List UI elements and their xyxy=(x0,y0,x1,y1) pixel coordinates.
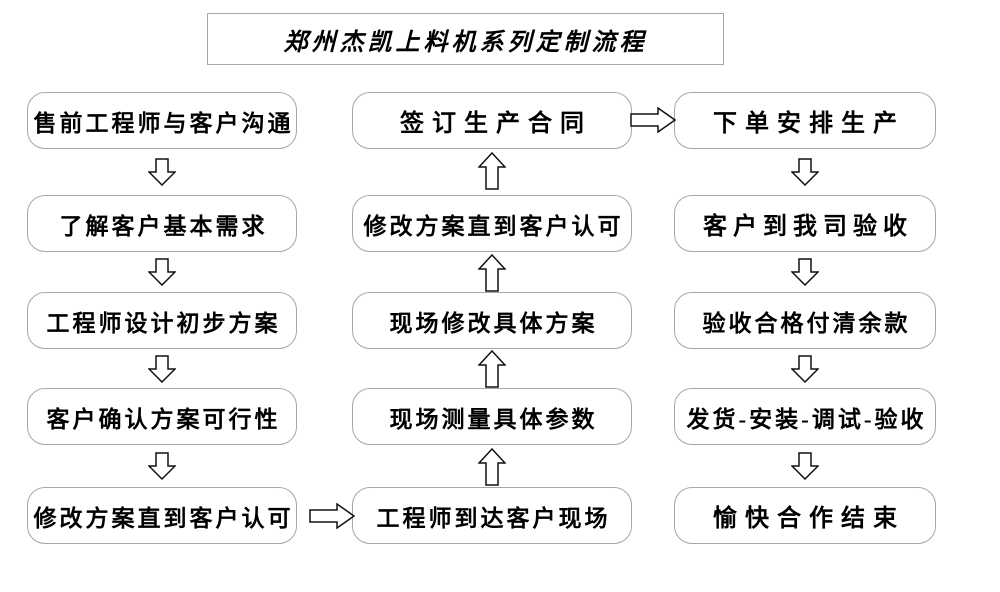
box-presale-communication: 售前工程师与客户沟通 xyxy=(27,92,297,149)
up-arrow-icon xyxy=(478,152,506,190)
box-revise-until-approved: 修改方案直到客户认可 xyxy=(27,487,297,544)
box-label: 发货-安装-调试-验收 xyxy=(686,406,927,432)
box-onsite-modify-plan: 现场修改具体方案 xyxy=(352,292,632,349)
box-label: 工程师设计初步方案 xyxy=(46,310,281,336)
box-label: 工程师到达客户现场 xyxy=(376,505,611,531)
page-title: 郑州杰凯上料机系列定制流程 xyxy=(283,29,648,56)
box-label: 现场修改具体方案 xyxy=(389,310,598,336)
down-arrow-icon xyxy=(148,452,176,480)
down-arrow-icon xyxy=(148,258,176,286)
up-arrow-icon xyxy=(478,254,506,292)
box-engineer-arrives-site: 工程师到达客户现场 xyxy=(352,487,632,544)
down-arrow-icon xyxy=(791,355,819,383)
up-arrow-icon xyxy=(478,350,506,388)
box-place-order-production: 下单安排生产 xyxy=(674,92,936,149)
down-arrow-icon xyxy=(791,158,819,186)
box-label: 修改方案直到客户认可 xyxy=(33,505,294,531)
box-understand-needs: 了解客户基本需求 xyxy=(27,195,297,252)
down-arrow-icon xyxy=(148,355,176,383)
right-arrow-icon xyxy=(630,107,676,133)
box-customer-acceptance: 客户到我司验收 xyxy=(674,195,936,252)
box-confirm-feasibility: 客户确认方案可行性 xyxy=(27,388,297,445)
box-label: 愉快合作结束 xyxy=(713,506,905,532)
box-cooperation-end: 愉快合作结束 xyxy=(674,487,936,544)
title-box: 郑州杰凯上料机系列定制流程 xyxy=(207,13,724,65)
box-onsite-measure-parameters: 现场测量具体参数 xyxy=(352,388,632,445)
box-label: 售前工程师与客户沟通 xyxy=(33,110,294,136)
box-pay-remaining-balance: 验收合格付清余款 xyxy=(674,292,936,349)
box-label: 客户到我司验收 xyxy=(703,214,913,240)
box-ship-install-debug-accept: 发货-安装-调试-验收 xyxy=(674,388,936,445)
box-onsite-revise-until-approved: 修改方案直到客户认可 xyxy=(352,195,632,252)
down-arrow-icon xyxy=(148,158,176,186)
box-label: 签订生产合同 xyxy=(400,111,592,137)
box-label: 客户确认方案可行性 xyxy=(46,406,281,432)
down-arrow-icon xyxy=(791,452,819,480)
box-sign-contract: 签订生产合同 xyxy=(352,92,632,149)
box-label: 现场测量具体参数 xyxy=(389,406,598,432)
down-arrow-icon xyxy=(791,258,819,286)
right-arrow-icon xyxy=(309,503,355,529)
box-label: 下单安排生产 xyxy=(713,111,905,137)
box-initial-design: 工程师设计初步方案 xyxy=(27,292,297,349)
box-label: 修改方案直到客户认可 xyxy=(363,213,624,239)
box-label: 验收合格付清余款 xyxy=(702,310,911,336)
up-arrow-icon xyxy=(478,448,506,486)
box-label: 了解客户基本需求 xyxy=(59,213,268,239)
